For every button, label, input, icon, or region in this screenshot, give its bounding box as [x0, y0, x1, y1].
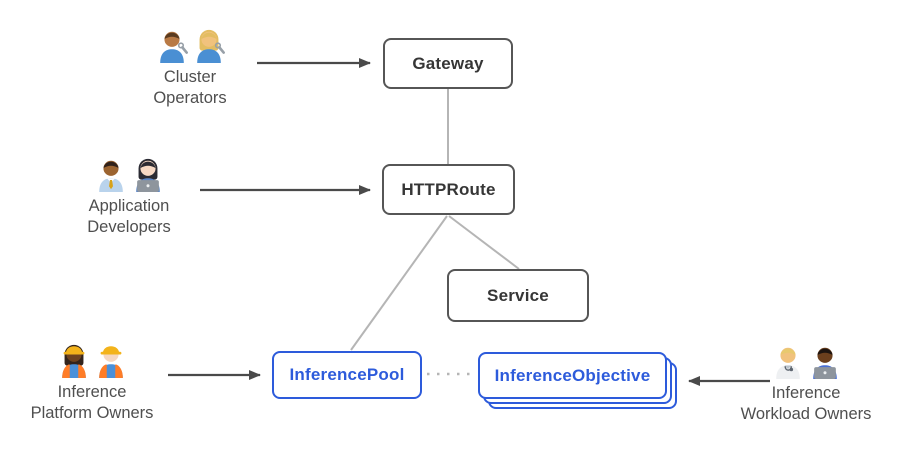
label-line: Inference — [57, 383, 127, 401]
man-office-worker-icon — [94, 156, 128, 192]
application-developers-icons — [94, 156, 165, 192]
cluster-operators-group: Cluster Operators — [115, 27, 265, 109]
httproute-node: HTTPRoute — [382, 164, 515, 215]
inference-platform-owners-group: Inference Platform Owners — [17, 342, 167, 424]
application-developers-label: Application Developers — [87, 196, 170, 238]
woman-mechanic-icon — [192, 27, 226, 63]
cluster-operators-icons — [155, 27, 226, 63]
inferenceobjective-node: InferenceObjective — [478, 352, 667, 399]
service-node: Service — [447, 269, 589, 322]
gateway-node: Gateway — [383, 38, 513, 89]
inferenceobjective-stack: InferenceObjective — [478, 352, 677, 409]
label-line: Inference — [771, 384, 841, 402]
label-line: Operators — [153, 89, 227, 107]
label-line: Application — [88, 197, 170, 215]
inference-workload-owners-label: Inference Workload Owners — [741, 383, 872, 425]
man-technologist-icon — [808, 343, 842, 379]
cluster-operators-label: Cluster Operators — [153, 67, 226, 109]
application-developers-group: Application Developers — [54, 156, 204, 238]
woman-construction-worker-icon — [57, 342, 91, 378]
inference-workload-owners-group: Inference Workload Owners — [731, 343, 881, 425]
httproute-service-connector — [448, 215, 520, 270]
man-construction-worker-icon — [94, 342, 128, 378]
label-line: Workload Owners — [740, 405, 872, 423]
label-line: Cluster — [163, 68, 217, 86]
inference-platform-owners-label: Inference Platform Owners — [31, 382, 154, 424]
woman-technologist-icon — [131, 156, 165, 192]
inferencepool-node: InferencePool — [272, 351, 422, 399]
httproute-inferencepool-connector — [350, 215, 448, 351]
inference-platform-owners-icons — [57, 342, 128, 378]
label-line: Platform Owners — [30, 404, 154, 422]
inference-workload-owners-icons — [771, 343, 842, 379]
man-mechanic-icon — [155, 27, 189, 63]
health-worker-icon — [771, 343, 805, 379]
label-line: Developers — [87, 218, 171, 236]
